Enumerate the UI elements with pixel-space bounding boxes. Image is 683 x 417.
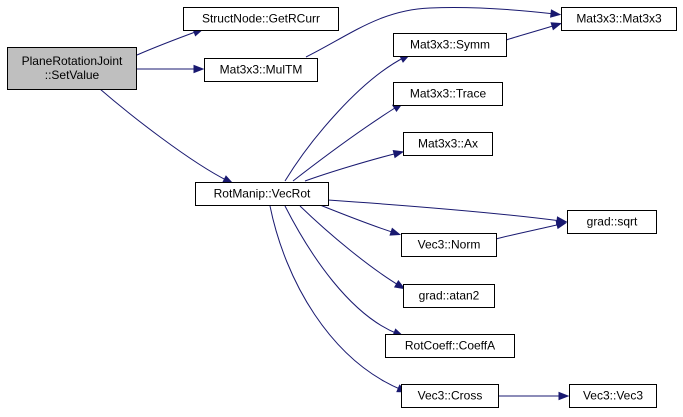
node-label: PlaneRotationJoint: [22, 54, 123, 68]
edge-cross-to-vec3: [497, 391, 570, 401]
node-label: Mat3x3::Mat3x3: [576, 12, 662, 26]
edges-layer: [99, 6, 570, 401]
node-label: grad::atan2: [419, 289, 480, 303]
edge-line: [305, 6, 556, 58]
edge-arrowhead: [193, 64, 205, 74]
node-box: [195, 182, 329, 206]
node-box: [567, 210, 657, 234]
node-label: Mat3x3::Trace: [410, 87, 487, 101]
node-coeffa[interactable]: RotCoeff::CoeffA: [385, 334, 515, 358]
node-label: Mat3x3::Ax: [418, 137, 478, 151]
edge-line: [284, 205, 399, 335]
edge-line: [299, 205, 401, 287]
node-ax[interactable]: Mat3x3::Ax: [403, 132, 493, 156]
edge-setvalue-to-getrcurr: [136, 28, 204, 56]
node-box: [385, 334, 515, 358]
edge-vecrot-to-coeffa: [284, 205, 404, 337]
edge-vecrot-to-norm: [319, 204, 402, 236]
node-box: [561, 7, 677, 31]
node-label: grad::sqrt: [587, 215, 638, 229]
node-box: [401, 233, 497, 257]
edge-arrowhead: [550, 9, 562, 18]
edge-line: [269, 205, 403, 391]
node-mat3x3[interactable]: Mat3x3::Mat3x3: [561, 7, 677, 31]
node-setvalue: PlaneRotationJoint::SetValue: [7, 47, 137, 90]
edge-arrowhead: [555, 220, 568, 230]
node-box: [403, 132, 493, 156]
node-label: Vec3::Vec3: [583, 389, 643, 403]
node-label: Mat3x3::Symm: [410, 38, 490, 52]
nodes-layer: PlaneRotationJoint::SetValue StructNode::…: [7, 7, 677, 408]
edge-vecrot-to-sqrt: [327, 199, 568, 225]
edge-arrowhead: [550, 22, 563, 31]
edge-arrowhead: [389, 227, 402, 236]
edge-line: [99, 88, 229, 182]
edge-line: [495, 223, 562, 240]
node-box: [393, 33, 507, 57]
node-vecrot[interactable]: RotManip::VecRot: [195, 182, 329, 206]
edge-line: [304, 152, 399, 182]
edge-line: [136, 30, 199, 56]
node-box: [401, 384, 499, 408]
node-symm[interactable]: Mat3x3::Symm: [393, 33, 507, 57]
node-label: Mat3x3::MulTM: [220, 63, 303, 77]
edge-vecrot-to-cross: [269, 205, 408, 393]
node-box: [204, 58, 318, 82]
node-label: RotCoeff::CoeffA: [405, 339, 495, 353]
node-multm[interactable]: Mat3x3::MulTM: [204, 58, 318, 82]
node-trace[interactable]: Mat3x3::Trace: [393, 82, 503, 106]
edge-norm-to-sqrt: [495, 220, 568, 240]
node-norm[interactable]: Vec3::Norm: [401, 233, 497, 257]
edge-line: [292, 105, 399, 182]
edge-symm-to-mat3x3: [505, 22, 563, 41]
node-box: [393, 82, 503, 106]
node-cross[interactable]: Vec3::Cross: [401, 384, 499, 408]
edge-line: [284, 56, 406, 182]
edge-arrowhead: [392, 149, 405, 159]
edge-setvalue-to-multm: [137, 64, 205, 74]
node-label: Vec3::Norm: [418, 238, 481, 252]
node-getrcurr[interactable]: StructNode::GetRCurr: [183, 7, 339, 31]
edge-vecrot-to-atan2: [299, 205, 406, 290]
node-sqrt[interactable]: grad::sqrt: [567, 210, 657, 234]
node-label: Vec3::Cross: [418, 389, 483, 403]
node-box: [183, 7, 339, 31]
edge-setvalue-to-vecrot: [99, 88, 234, 184]
edge-vecrot-to-ax: [304, 149, 405, 182]
node-label: ::SetValue: [45, 68, 100, 82]
edge-line: [319, 204, 396, 234]
edge-line: [505, 24, 557, 41]
node-box: [7, 47, 137, 90]
node-vec3[interactable]: Vec3::Vec3: [569, 384, 657, 408]
node-box: [403, 284, 495, 308]
edge-arrowhead: [558, 391, 570, 401]
edge-line: [327, 199, 562, 222]
edge-multm-to-mat3x3: [305, 6, 562, 58]
node-atan2[interactable]: grad::atan2: [403, 284, 495, 308]
edge-vecrot-to-trace: [292, 102, 404, 182]
node-label: StructNode::GetRCurr: [202, 12, 320, 26]
node-label: RotManip::VecRot: [214, 187, 311, 201]
node-box: [569, 384, 657, 408]
edge-arrowhead: [393, 280, 406, 290]
